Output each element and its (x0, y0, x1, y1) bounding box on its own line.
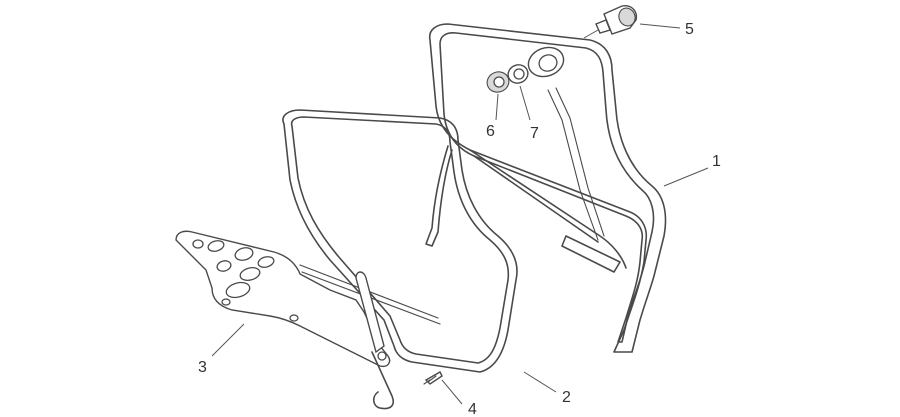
callout-7: 7 (530, 125, 539, 142)
callout-2: 2 (562, 389, 571, 406)
callout-3: 3 (198, 359, 207, 376)
part-1-rear-frame (425, 23, 667, 353)
callout-6: 6 (486, 123, 495, 140)
part-6-nut (486, 71, 510, 93)
callout-4: 4 (468, 401, 477, 417)
part-3-side-bracket (175, 230, 395, 410)
part-5-lock-cylinder (583, 5, 638, 39)
callout-1: 1 (712, 153, 721, 170)
part-7-washer (507, 64, 529, 84)
part-4-screw (423, 371, 443, 385)
leader-lines (211, 23, 709, 405)
callout-5: 5 (685, 21, 694, 38)
